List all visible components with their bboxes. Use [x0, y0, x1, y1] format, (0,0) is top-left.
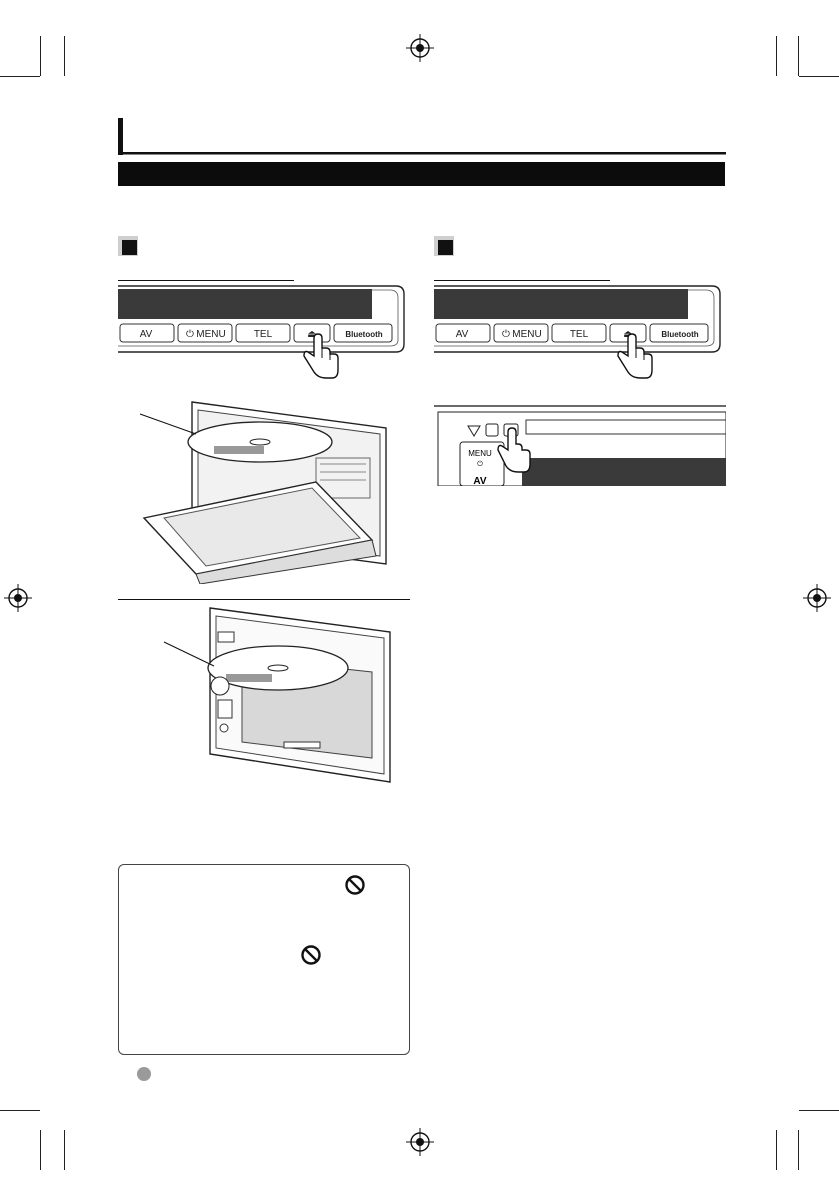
av-label: AV	[140, 329, 153, 340]
crop-mark-br-v1	[776, 1130, 777, 1170]
menu-label: MENU	[468, 449, 492, 458]
tel-label: TEL	[570, 329, 589, 340]
caution-note-box	[118, 864, 410, 1055]
gray-bullet-icon	[137, 1067, 151, 1081]
bluetooth-label: Bluetooth	[661, 330, 698, 339]
crop-mark-br-h	[799, 1110, 839, 1111]
registration-mark-icon	[803, 584, 831, 612]
subsection-band	[118, 162, 725, 186]
hand-pointer-icon	[497, 427, 531, 473]
crop-mark-bl-v2	[64, 1130, 65, 1170]
crop-mark-br-v2	[798, 1130, 799, 1170]
power-icon: ⏻	[186, 329, 194, 340]
menu-button[interactable]	[177, 323, 233, 343]
tel-button[interactable]	[235, 323, 291, 343]
crop-mark-tr-v2	[798, 36, 799, 76]
crop-mark-tl-v2	[64, 36, 65, 76]
power-icon: ⏻	[502, 329, 510, 340]
square-button[interactable]	[485, 423, 499, 437]
disc-insert-closed-illustration	[163, 607, 391, 783]
section-rule	[118, 599, 410, 600]
crop-mark-bl-h	[0, 1110, 40, 1111]
disc-slot	[525, 419, 726, 435]
square-heading-icon	[434, 236, 454, 256]
av-label: AV	[473, 476, 486, 486]
registration-mark-icon	[4, 584, 32, 612]
crop-mark-bl-v1	[40, 1130, 41, 1170]
display-screen	[118, 289, 372, 319]
bluetooth-button[interactable]	[649, 323, 709, 343]
eject-icon: ⏏	[307, 329, 316, 340]
display-screen	[434, 289, 688, 319]
av-button[interactable]	[435, 323, 491, 343]
power-icon: ⏻	[477, 460, 483, 468]
registration-mark-icon	[406, 34, 434, 62]
display-screen	[522, 458, 726, 486]
bluetooth-label: Bluetooth	[345, 330, 382, 339]
menu-label: MENU	[196, 329, 225, 340]
menu-button[interactable]	[459, 441, 505, 486]
volume-down-icon[interactable]	[467, 425, 481, 437]
tel-label: TEL	[254, 329, 273, 340]
model-rule	[434, 280, 610, 281]
crop-mark-tr-h	[799, 76, 839, 77]
crop-mark-tr-v1	[776, 36, 777, 76]
av-label: AV	[456, 329, 469, 340]
registration-mark-icon	[406, 1128, 434, 1156]
prohibited-icon	[345, 875, 365, 895]
av-button[interactable]	[119, 323, 175, 343]
menu-label: MENU	[512, 329, 541, 340]
menu-button[interactable]	[493, 323, 549, 343]
square-heading-icon	[118, 236, 138, 256]
hand-pointer-icon	[617, 333, 653, 379]
eject-icon: ⏏	[623, 329, 632, 340]
crop-mark-tl-h	[0, 76, 40, 77]
model-rule	[118, 280, 294, 281]
tel-button[interactable]	[551, 323, 607, 343]
hand-pointer-icon	[303, 333, 339, 379]
front-panel-left: AV ⏻ MENU TEL ⏏ Bluetooth	[118, 285, 405, 379]
prohibited-icon	[301, 945, 321, 965]
disc-insert-open-panel-illustration	[139, 401, 387, 584]
side-panel-closeup: ⏏ MENU ⏻ AV	[434, 405, 726, 486]
front-panel-right: AV ⏻ MENU TEL ⏏ Bluetooth	[434, 285, 721, 379]
bluetooth-button[interactable]	[333, 323, 393, 343]
section-heading-bar	[118, 118, 726, 155]
crop-mark-tl-v1	[40, 36, 41, 76]
